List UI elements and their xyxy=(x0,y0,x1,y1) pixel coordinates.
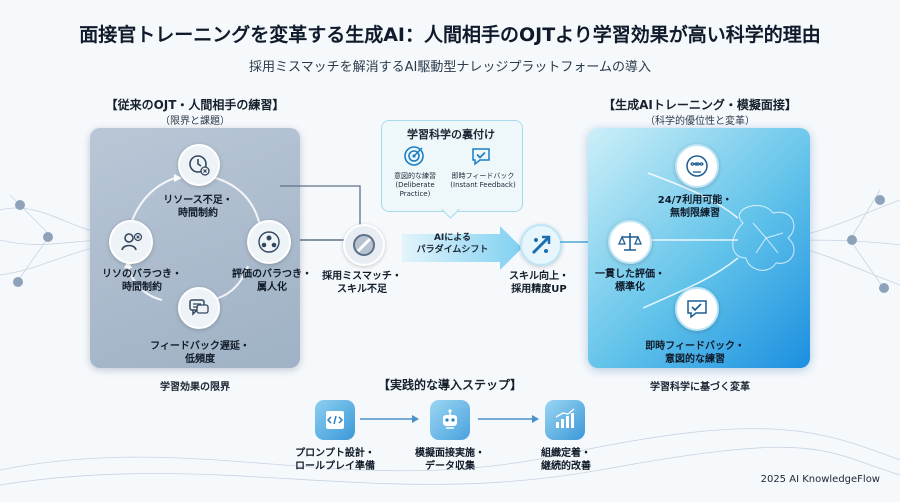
paradigm-shift-arrow xyxy=(402,226,522,270)
right-caption: 学習科学に基づく変革 xyxy=(650,382,750,393)
left-caption: 学習効果の限界 xyxy=(160,382,230,393)
balance-scale-icon xyxy=(608,220,652,264)
right-subheading: （科学的優位性と変革） xyxy=(645,116,755,127)
left-heading: 【従来のOJT・人間相手の練習】 xyxy=(105,98,285,112)
target-icon xyxy=(403,145,425,167)
steps-arrows xyxy=(360,415,539,423)
check-chat-icon xyxy=(470,145,492,167)
step2-label: 模擬面接実施・ データ収集 xyxy=(415,448,485,472)
left-item-right-label: 評価のバラつき・ 属人化 xyxy=(232,269,312,293)
right-heading: 【生成AIトレーニング・模擬面接】 xyxy=(603,98,797,112)
page-subtitle: 採用ミスマッチを解消するAI駆動型ナレッジプラットフォームの導入 xyxy=(249,60,651,75)
resource-clock-icon xyxy=(178,144,220,186)
right-item-top-label: 24/7利用可能・ 無制限練習 xyxy=(657,195,733,219)
robot-interview-icon xyxy=(430,400,470,440)
left-item-top-label: リソース不足・ 時間制約 xyxy=(163,195,233,219)
right-item-left-label: 一貫した評価・ 標準化 xyxy=(595,269,665,293)
page-title: 面接官トレーニングを変革する生成AI：人間相手のOJTより学習効果が高い科学的理… xyxy=(79,24,821,46)
left-subheading: （限界と課題） xyxy=(160,116,230,127)
learning-science-title: 学習科学の裏付け xyxy=(407,128,495,141)
feedback-check-icon xyxy=(675,287,719,331)
feedback-chat-icon xyxy=(178,287,220,329)
skill-up-icon xyxy=(520,224,562,266)
paradigm-shift-label: AIによる パラダイムシフト xyxy=(416,233,489,255)
evaluation-people-icon xyxy=(247,220,291,264)
prompt-code-icon xyxy=(315,400,355,440)
footer-credit: 2025 AI KnowledgeFlow xyxy=(760,474,880,485)
result-label: スキル向上・ 採用精度UP xyxy=(509,271,569,295)
step3-label: 組織定着・ 継続的改善 xyxy=(541,448,591,472)
steps-heading: 【実践的な導入ステップ】 xyxy=(377,378,522,392)
organization-growth-icon xyxy=(545,400,585,440)
person-x-icon xyxy=(109,220,153,264)
instant-feedback-label: 即時フィードバック (Instant Feedback) xyxy=(450,172,516,189)
left-item-left-label: リソのバラつき・ 時間制約 xyxy=(102,269,182,293)
right-item-bottom-label: 即時フィードバック・ 意図的な練習 xyxy=(645,341,745,365)
infinity-person-icon xyxy=(675,144,719,188)
left-item-bottom-label: フィードバック遅延・ 低頻度 xyxy=(150,341,250,365)
problem-label: 採用ミスマッチ・ スキル不足 xyxy=(322,271,402,295)
learning-science-box xyxy=(381,120,523,212)
step1-label: プロンプト設計・ ロールプレイ準備 xyxy=(295,448,375,472)
deliberate-practice-label: 意図的な練習 (Deliberate Practice) xyxy=(394,172,436,198)
mismatch-prohibited-icon xyxy=(343,224,385,266)
